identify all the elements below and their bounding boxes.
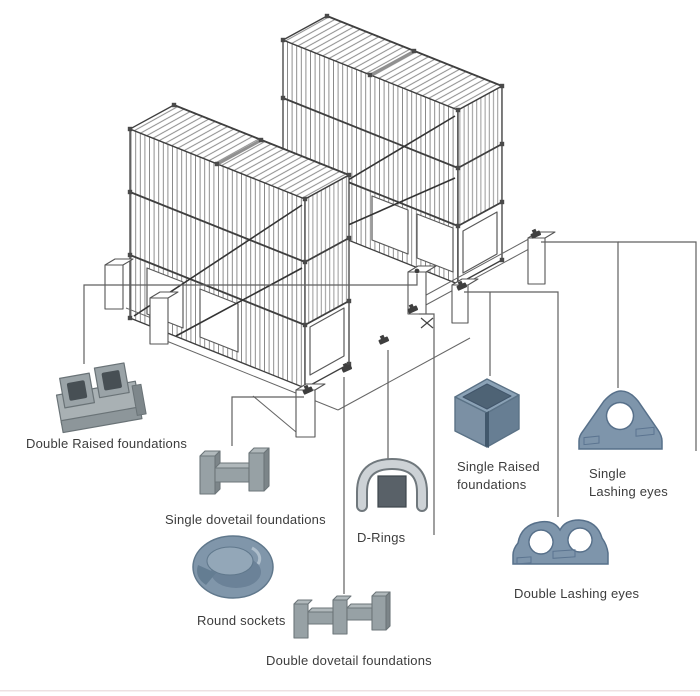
component-single-raised-foundation	[454, 378, 520, 448]
leader-double-lashing	[464, 291, 559, 517]
component-round-socket	[192, 535, 274, 599]
label-single-lashing-eyes: Single Lashing eyes	[589, 465, 668, 501]
component-single-dovetail-foundation	[199, 447, 270, 495]
leader-lines	[83, 241, 697, 594]
base-platform	[125, 234, 541, 438]
leader-right-edge	[618, 241, 697, 451]
corner-post	[149, 291, 179, 345]
component-double-dovetail-foundation	[293, 591, 391, 639]
component-double-lashing-eye	[512, 519, 609, 565]
label-round-sockets: Round sockets	[197, 613, 286, 628]
label-single-dovetail-foundations: Single dovetail foundations	[165, 512, 326, 527]
label-double-raised-foundations: Double Raised foundations	[26, 436, 188, 451]
x-mark	[420, 317, 434, 329]
leader-single-dovetail	[231, 396, 304, 446]
leader-d-rings-2	[419, 313, 435, 535]
corner-post	[104, 258, 134, 310]
label-line: Lashing eyes	[589, 484, 669, 499]
component-single-lashing-eye	[578, 390, 663, 450]
bottom-edge-line	[0, 690, 700, 692]
component-double-raised-foundations	[55, 362, 147, 434]
container-stack-left	[127, 102, 352, 391]
twistlock-fittings	[300, 227, 542, 395]
platform-corner-posts	[104, 231, 556, 438]
label-double-dovetail-foundations: Double dovetail foundations	[266, 653, 432, 668]
label-line: Single	[589, 466, 627, 481]
leader-dot	[414, 268, 420, 274]
component-d-ring	[356, 457, 428, 512]
label-line: foundations	[457, 477, 527, 492]
label-line: Single Raised	[457, 459, 540, 474]
leader-double-raised	[83, 274, 418, 364]
label-d-rings: D-Rings	[357, 530, 406, 545]
label-double-lashing-eyes: Double Lashing eyes	[514, 586, 640, 601]
label-single-raised-foundations: Single Raised foundations	[457, 458, 540, 494]
corner-post	[527, 231, 556, 285]
leader-single-lashing	[541, 241, 619, 388]
